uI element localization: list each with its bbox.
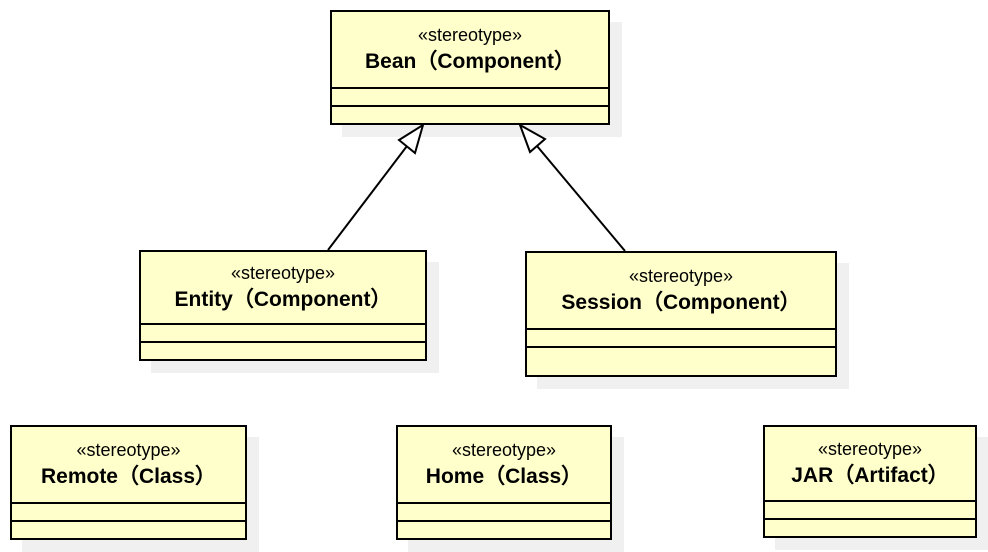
class-box-home[interactable]: «stereotype» Home（Class） [396,425,612,540]
operations-compartment [765,518,975,536]
generalization-edge-session-to-bean[interactable] [518,122,626,252]
operations-compartment [332,105,608,123]
class-name: Home（Class） [425,464,583,488]
class-title-compartment: «stereotype» Home（Class） [398,427,610,502]
attributes-compartment [765,500,975,518]
stereotype-label: «stereotype» [451,440,557,461]
stereotype-label: «stereotype» [230,263,336,284]
generalization-edge-entity-to-bean[interactable] [327,122,425,251]
edge-line [327,145,408,251]
class-box-bean[interactable]: «stereotype» Bean（Component） [330,10,610,125]
class-name: Entity（Component） [174,287,392,311]
stereotype-label: «stereotype» [628,266,734,287]
edge-line [536,145,626,252]
attributes-compartment [141,323,425,341]
class-title-compartment: «stereotype» Bean（Component） [332,12,608,87]
class-name: Remote（Class） [40,464,217,488]
class-box-jar[interactable]: «stereotype» JAR（Artifact） [763,425,977,538]
operations-compartment [12,520,245,538]
stereotype-label: «stereotype» [817,439,923,460]
class-title-compartment: «stereotype» Entity（Component） [141,252,425,323]
attributes-compartment [527,328,835,346]
class-name: Bean（Component） [365,49,575,73]
class-name: JAR（Artifact） [791,463,949,487]
class-title-compartment: «stereotype» Remote（Class） [12,427,245,502]
operations-compartment [398,520,610,538]
stereotype-label: «stereotype» [417,25,523,46]
class-box-remote[interactable]: «stereotype» Remote（Class） [10,425,247,540]
operations-compartment [527,346,835,375]
attributes-compartment [332,87,608,105]
class-title-compartment: «stereotype» Session（Component） [527,253,835,328]
generalization-arrowhead-icon [518,122,547,154]
class-name: Session（Component） [561,290,801,314]
attributes-compartment [398,502,610,520]
attributes-compartment [12,502,245,520]
operations-compartment [141,341,425,359]
class-box-session[interactable]: «stereotype» Session（Component） [525,251,837,377]
generalization-arrowhead-icon [397,122,425,155]
stereotype-label: «stereotype» [76,440,181,461]
class-box-entity[interactable]: «stereotype» Entity（Component） [139,250,427,361]
class-title-compartment: «stereotype» JAR（Artifact） [765,427,975,500]
